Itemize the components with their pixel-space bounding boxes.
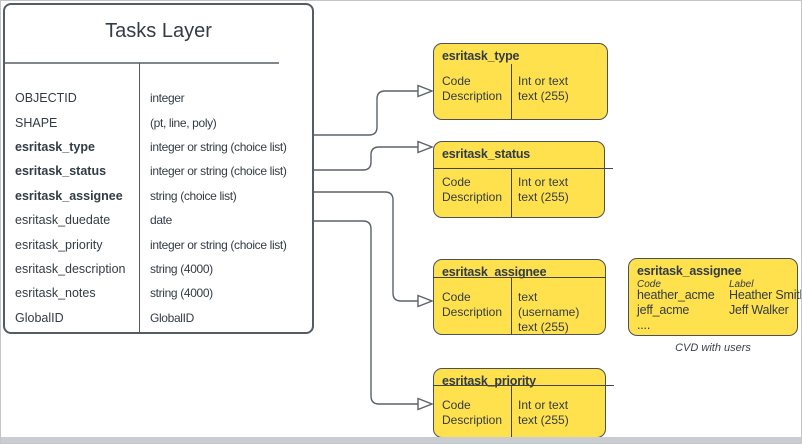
- arrowhead-type-icon: [417, 84, 434, 98]
- connector-status: [314, 146, 418, 171]
- table-rows: OBJECTID integer SHAPE (pt, line, poly) es…: [5, 86, 312, 330]
- table-row: esritask_description string (4000): [5, 257, 312, 281]
- choice-box-esritask-status: esritask_status Code Description Int or …: [433, 141, 613, 218]
- choice-box-cells: Code Description text (username) text (2…: [434, 290, 605, 335]
- cvd-label: Heather Smith: [729, 288, 802, 302]
- cell-description-type: text (255): [518, 89, 569, 103]
- choice-box-column-divider: [511, 169, 512, 217]
- field-type: integer or string (choice list): [150, 237, 287, 252]
- choice-box-column-divider: [511, 386, 512, 437]
- choice-box-cells: Code Description Int or text text (255): [434, 74, 607, 104]
- connector-assignee: [314, 191, 418, 302]
- cell-description-type: text (255): [518, 413, 569, 427]
- cell-description-label: Description: [442, 89, 503, 103]
- table-row: esritask_priority integer or string (choi…: [5, 232, 312, 256]
- table-row: OBJECTID integer: [5, 86, 312, 110]
- field-name: OBJECTID: [15, 91, 77, 106]
- field-name: esritask_duedate: [15, 213, 111, 228]
- cell-description-label: Description: [442, 413, 503, 427]
- field-type: date: [150, 213, 172, 228]
- field-name: GlobalID: [15, 310, 64, 325]
- tasks-layer-table: Tasks Layer OBJECTID integer SHAPE (pt, li…: [3, 3, 314, 334]
- choice-box-cells: Code Description Int or text text (255): [434, 175, 604, 205]
- arrowhead-assignee-icon: [417, 294, 434, 308]
- choice-box-title: esritask_type: [442, 49, 520, 63]
- table-row: esritask_duedate date: [5, 208, 312, 232]
- cvd-box-esritask-assignee: esritask_assignee Code Label heather_acm…: [628, 258, 801, 336]
- cvd-column-headers: Code Label: [637, 279, 793, 290]
- field-type: string (4000): [150, 286, 213, 301]
- field-name: SHAPE: [15, 115, 58, 130]
- table-row: esritask_assignee string (choice list): [5, 184, 312, 208]
- choice-box-esritask-type: esritask_type Code Description Int or te…: [433, 43, 608, 120]
- cell-code-type: text (username): [518, 290, 580, 319]
- field-name: esritask_notes: [15, 286, 96, 301]
- table-row: esritask_type integer or string (choice l…: [5, 135, 312, 159]
- table-title-divider: [5, 62, 279, 64]
- cvd-code: heather_acme: [637, 288, 715, 302]
- cvd-code: jeff_acme: [637, 303, 690, 317]
- cell-code-type: Int or text: [518, 74, 569, 88]
- table-row: esritask_status integer or string (choice…: [5, 159, 312, 183]
- table-row: GlobalID GlobalID: [5, 306, 312, 330]
- field-type: integer: [150, 91, 185, 106]
- field-type: GlobalID: [150, 310, 194, 325]
- cvd-row: heather_acme Heather Smith: [637, 288, 801, 303]
- cvd-header-code: Code: [637, 279, 661, 290]
- arrowhead-priority-icon: [417, 397, 434, 411]
- table-column-divider: [139, 63, 140, 332]
- field-type: string (choice list): [150, 188, 237, 203]
- field-name: esritask_status: [15, 164, 107, 179]
- arrowhead-status-icon: [417, 140, 434, 154]
- cell-description-label: Description: [442, 305, 503, 319]
- choice-box-cells: Code Description Int or text text (255): [434, 398, 605, 428]
- cvd-rows: heather_acme Heather Smith jeff_acme Jeff …: [637, 288, 801, 333]
- cvd-label: Jeff Walker: [729, 303, 789, 317]
- choice-box-title: esritask_priority: [442, 374, 536, 388]
- cvd-code: ....: [637, 318, 651, 332]
- cvd-row: ....: [637, 318, 795, 333]
- field-name: esritask_priority: [15, 237, 103, 252]
- field-type: integer or string (choice list): [150, 164, 287, 179]
- cvd-box-title: esritask_assignee: [637, 264, 742, 278]
- field-name: esritask_type: [15, 139, 95, 154]
- cvd-caption: CVD with users: [675, 342, 751, 354]
- choice-box-header-divider: [433, 385, 614, 386]
- field-name: esritask_assignee: [15, 188, 123, 203]
- choice-box-esritask-assignee: esritask_assignee Code Description text …: [433, 259, 606, 335]
- choice-box-column-divider: [511, 278, 512, 334]
- field-type: integer or string (choice list): [150, 139, 287, 154]
- choice-box-column-divider: [511, 64, 512, 119]
- field-type: string (4000): [150, 261, 213, 276]
- choice-box-title: esritask_status: [442, 147, 531, 161]
- choice-box-esritask-priority: esritask_priority Code Description Int o…: [433, 368, 614, 438]
- field-name: esritask_description: [15, 261, 126, 276]
- cell-code-type: Int or text: [518, 175, 569, 189]
- choice-box-header-divider: [433, 168, 613, 169]
- cell-code-label: Code: [442, 290, 471, 304]
- cell-code-label: Code: [442, 398, 471, 412]
- connector-type: [314, 90, 418, 136]
- cvd-row: jeff_acme Jeff Walker: [637, 303, 795, 318]
- connector-priority: [314, 220, 418, 405]
- cell-description-label: Description: [442, 190, 503, 204]
- table-row: SHAPE (pt, line, poly): [5, 110, 312, 134]
- cell-description-type: text (255): [518, 320, 569, 334]
- cell-code-label: Code: [442, 74, 471, 88]
- choice-box-title: esritask_assignee: [442, 265, 547, 279]
- cell-description-type: text (255): [518, 190, 569, 204]
- table-title: Tasks Layer: [105, 20, 212, 42]
- cvd-header-label: Label: [729, 279, 754, 290]
- field-type: (pt, line, poly): [150, 115, 217, 130]
- cell-code-label: Code: [442, 175, 471, 189]
- bottom-edge-strip: [1, 437, 801, 443]
- choice-box-header-divider: [433, 277, 606, 278]
- cell-code-type: Int or text: [518, 398, 569, 412]
- table-row: esritask_notes string (4000): [5, 281, 312, 305]
